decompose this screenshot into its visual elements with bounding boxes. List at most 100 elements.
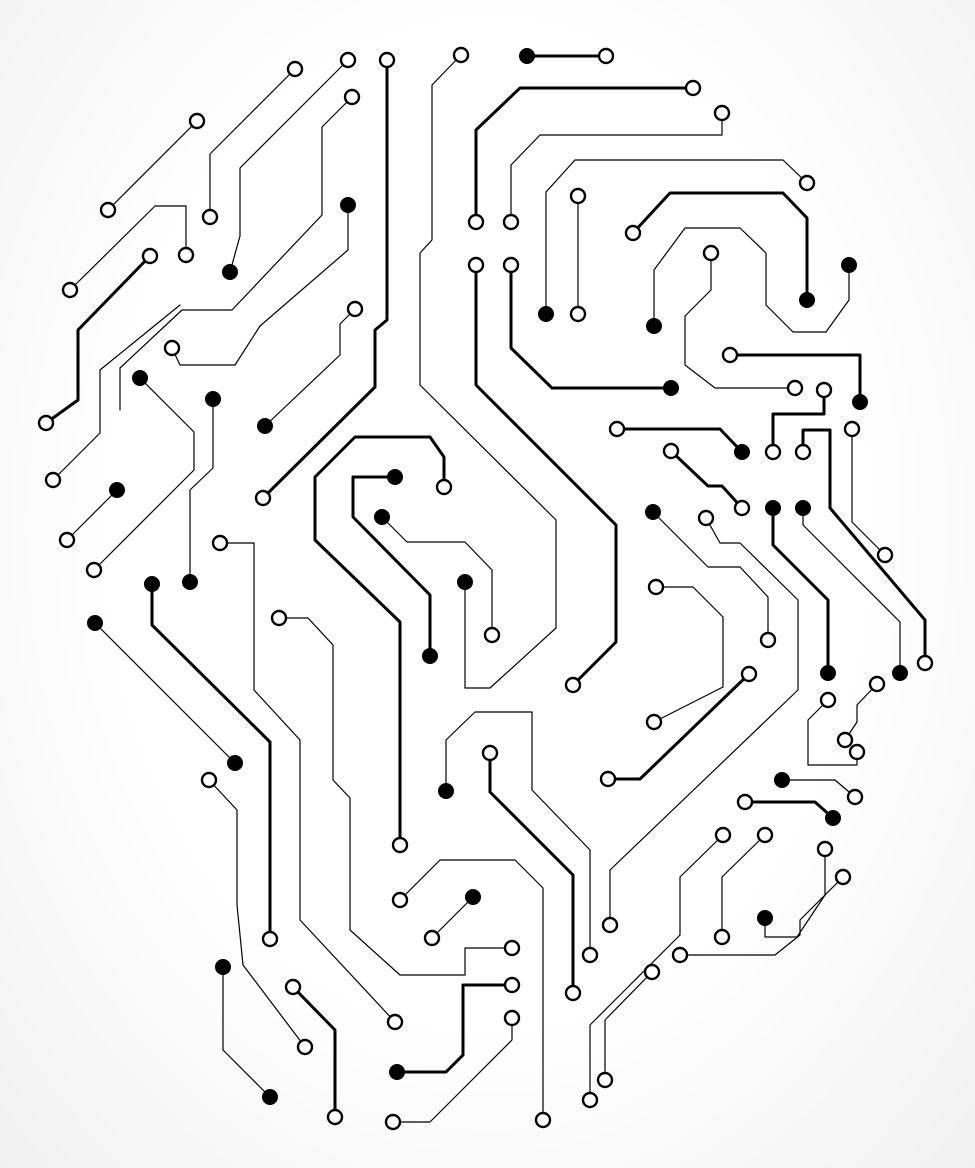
circuit-trace: [66, 489, 118, 541]
circuit-node-open: [503, 1009, 521, 1027]
circuit-node-open: [662, 442, 680, 460]
circuit-node-open: [200, 771, 218, 789]
circuit-node-open: [816, 840, 834, 858]
circuit-node-open: [211, 534, 229, 552]
circuit-node-open: [452, 46, 470, 64]
circuit-node-open: [503, 976, 521, 994]
circuit-trace: [264, 308, 356, 427]
circuit-node-open: [569, 305, 587, 323]
circuit-node-open: [794, 443, 812, 461]
circuit-trace: [351, 475, 432, 658]
circuit-node-open: [502, 213, 520, 231]
circuit-trace: [474, 263, 618, 687]
circuit-node-open: [483, 626, 501, 644]
circuit-node-filled: [519, 48, 535, 64]
circuit-node-filled: [774, 772, 790, 788]
circuit-node-open: [597, 47, 615, 65]
circuit-node-open: [714, 826, 732, 844]
circuit-trace: [291, 985, 337, 1119]
circuit-trace: [510, 112, 723, 223]
circuit-node-open: [740, 665, 758, 683]
circuit-node-open: [423, 929, 441, 947]
circuit-node-open: [733, 499, 751, 517]
circuit-node-open: [270, 609, 288, 627]
circuit-trace: [771, 388, 826, 454]
circuit-node-open: [339, 51, 357, 69]
circuit-node-open: [786, 379, 804, 397]
circuit-trace: [107, 120, 198, 211]
circuit-node-open: [581, 1091, 599, 1109]
circuit-node-filled: [87, 615, 103, 631]
circuit-node-filled: [340, 197, 356, 213]
circuit-trace: [606, 672, 751, 781]
circuit-node-filled: [222, 264, 238, 280]
circuit-node-open: [564, 984, 582, 1002]
circuit-node-filled: [646, 318, 662, 334]
circuit-node-open: [384, 1113, 402, 1131]
circuit-trace: [419, 54, 557, 689]
circuit-trace: [261, 58, 389, 500]
circuit-trace: [807, 699, 858, 766]
circuit-node-filled: [799, 292, 815, 308]
circuit-node-open: [58, 531, 76, 549]
circuit-node-filled: [262, 1089, 278, 1105]
circuit-trace: [851, 428, 886, 556]
circuit-node-filled: [144, 576, 160, 592]
circuit-node-open: [713, 104, 731, 122]
circuit-node-open: [85, 561, 103, 579]
circuit-node-open: [684, 79, 702, 97]
circuit-trace: [219, 542, 396, 1023]
circuit-trace: [474, 86, 695, 224]
circuit-node-open: [645, 713, 663, 731]
circuit-trace: [771, 506, 830, 675]
circuit-node-open: [343, 88, 361, 106]
circuit-node-open: [467, 213, 485, 231]
circuit-node-open: [846, 788, 864, 806]
circuit-node-open: [284, 978, 302, 996]
circuit-trace: [208, 779, 306, 1048]
circuit-node-filled: [438, 783, 454, 799]
circuit-node-open: [467, 256, 485, 274]
circuit-trace: [652, 511, 769, 641]
circuit-node-open: [261, 930, 279, 948]
circuit-node-filled: [215, 959, 231, 975]
circuit-trace: [445, 711, 591, 956]
circuit-node-open: [798, 174, 816, 192]
circuit-node-filled: [765, 500, 781, 516]
circuit-trace: [721, 834, 766, 938]
circuit-node-open: [916, 654, 934, 672]
circuit-node-open: [647, 578, 665, 596]
circuit-node-open: [671, 946, 689, 964]
circuit-node-open: [503, 939, 521, 957]
circuit-node-open: [848, 743, 866, 761]
circuit-trace: [44, 254, 152, 425]
circuit-node-filled: [852, 394, 868, 410]
circuit-node-open: [702, 244, 720, 262]
circuit-node-filled: [374, 509, 390, 525]
circuit-trace: [743, 800, 835, 820]
circuit-trace: [189, 398, 214, 583]
circuit-trace: [229, 59, 349, 273]
circuit-trace: [93, 377, 195, 571]
circuit-node-open: [697, 509, 715, 527]
circuit-node-open: [569, 187, 587, 205]
circuit-node-open: [815, 381, 833, 399]
circuit-node-filled: [663, 380, 679, 396]
circuit-node-open: [37, 414, 55, 432]
circuit-trace: [545, 159, 808, 315]
circuit-trace: [52, 304, 181, 481]
circuit-node-filled: [227, 755, 243, 771]
circuit-node-open: [44, 471, 62, 489]
circuit-node-open: [624, 224, 642, 242]
circuit-trace: [609, 517, 799, 926]
circuit-trace: [801, 428, 927, 665]
circuit-trace: [604, 971, 653, 1081]
circuit-trace: [119, 96, 353, 411]
circuit-trace: [764, 848, 826, 938]
circuit-node-filled: [109, 482, 125, 498]
circuit-trace: [488, 751, 575, 995]
circuit-trace: [802, 507, 901, 674]
circuit-node-open: [386, 1013, 404, 1031]
circuit-trace: [171, 204, 349, 366]
